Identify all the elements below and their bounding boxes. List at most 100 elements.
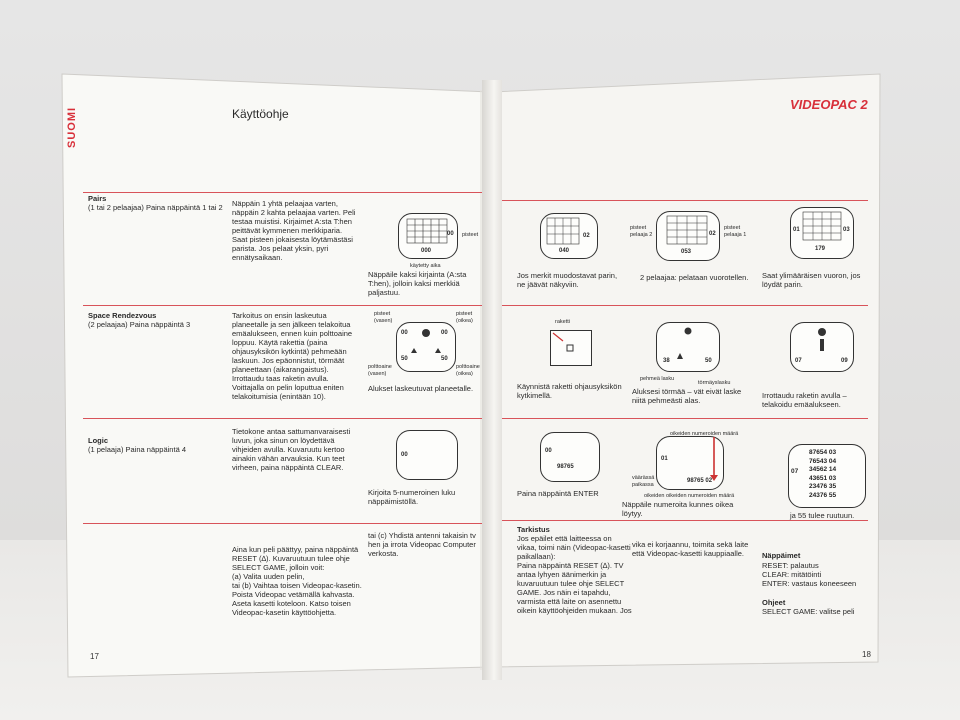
right-page-number: 18 (862, 650, 871, 659)
space-label-4: polttoaine (oikea) (456, 364, 480, 377)
pairs-caption-r1: Jos merkit muodostavat parin, ne jäävät … (517, 271, 618, 289)
space-label-1: pisteet (vasen) (374, 311, 393, 324)
space-label-crash: törmäyslasku (698, 380, 731, 386)
rule-2 (83, 305, 488, 306)
left-footer-text: Aina kun peli päättyy, paina näppäintä R… (232, 545, 362, 617)
logic-screen: 00 (396, 430, 458, 480)
logic-score: 00 (401, 452, 408, 458)
pairs-grid-icon-2 (546, 217, 580, 245)
left-footer-text-2: tai (c) Yhdistä antenni takaisin tv hen … (368, 531, 476, 558)
spaceship-icon (411, 329, 441, 353)
space-screen: 00 00 50 50 (396, 322, 456, 372)
logic-caption-r2: Näppäile numeroita kunnes oikea löytyy. (622, 500, 734, 518)
pairs-grid-icon-4 (802, 211, 842, 241)
key-reset: RESET: palautus (762, 561, 819, 570)
logic-heading: Logic (88, 436, 108, 445)
rule-r3 (498, 418, 868, 419)
nappaimet-heading: Näppäimet (762, 551, 801, 560)
logic-label-right-count: oikeiden numeroiden määrä (670, 431, 739, 437)
tarkistus-heading: Tarkistus (517, 525, 550, 534)
pairs4-right: 03 (843, 227, 850, 233)
pairs-screen-2: 040 02 (540, 213, 598, 259)
pairs-screen-3: 053 02 (656, 211, 720, 261)
logic2-number: 98765 (557, 464, 574, 470)
logic3-score: 01 (661, 456, 668, 462)
space-fuel-left: 50 (401, 356, 408, 362)
logic-guess-row: 23476 35 (809, 483, 837, 490)
pairs2-score: 02 (583, 233, 590, 239)
ohjeet-body: SELECT GAME: valitse peli (762, 607, 855, 616)
pairs-label-player2: pisteet pelaaja 2 (630, 225, 653, 238)
logic-screen-2: 00 98765 (540, 432, 600, 482)
red-arrow-icon (710, 437, 718, 481)
space-body: Tarkoitus on ensin laskeutua planeetalle… (232, 311, 353, 401)
pairs-caption: Näppäile kaksi kirjainta (A:sta T:hen), … (368, 270, 467, 297)
logic-subheading: (1 pelaaja) Paina näppäintä 4 (88, 445, 186, 454)
space-label-raketti: raketti (555, 319, 570, 325)
nappaimet-list: RESET: palautus CLEAR: mitätöinti ENTER:… (762, 561, 872, 588)
logic-label-wrong-place: väärässä paikassa (632, 475, 655, 488)
key-clear: CLEAR: mitätöinti (762, 570, 822, 579)
space2-left: 38 (663, 358, 670, 364)
pairs-label-pisteet: pisteet (462, 232, 479, 238)
pairs3-score: 02 (709, 231, 716, 237)
space-screen-2: 38 50 (656, 322, 720, 372)
pairs4-left: 01 (793, 227, 800, 233)
logic-screen-3: 01 98765 02 (656, 436, 724, 490)
logic-guess-row: 24376 55 (809, 491, 837, 499)
pairs-label-time: käytetty aika (410, 263, 441, 269)
space-score-right: 00 (441, 330, 448, 336)
page-title: Käyttöohje (232, 107, 289, 121)
crash-icon (677, 327, 692, 359)
brand-logo: VIDEOPAC 2 (790, 97, 868, 112)
space-screen-3: 07 09 (790, 322, 854, 372)
space-caption-r3: Irrottaudu raketin avulla – telakoidu em… (762, 391, 847, 409)
space-subheading: (2 pelaajaa) Paina näppäintä 3 (88, 320, 191, 329)
pairs-caption-r3: Saat ylimääräisen vuoron, jos löydät par… (762, 271, 861, 289)
rule-3 (83, 418, 488, 419)
space3-right: 09 (841, 358, 848, 364)
logic-guess-row: 43651 03 (809, 474, 837, 482)
pairs2-time: 040 (559, 248, 570, 254)
logic-guess-row: 34562 14 (809, 466, 837, 473)
logic-screen-4: 07 87654 03 76543 04 34562 14 43651 03 2… (788, 444, 866, 508)
tarkistus-body: Jos epäilet että laitteessa on vikaa, to… (517, 534, 632, 615)
space-label-2: pisteet (oikea) (456, 311, 473, 324)
tarkistus-body-2: vika ei korjaannu, toimita sekä laite et… (632, 540, 749, 558)
space-label-3: polttoaine (vasen) (368, 364, 392, 377)
logic2-score: 00 (545, 448, 552, 454)
pairs-screen: 00 000 (398, 213, 458, 259)
space-caption-r1: Käynnistä raketti ohjausyksikön kytkimel… (517, 382, 622, 400)
logic-label-correct: oikeiden oikeiden numeroiden määrä (644, 493, 735, 499)
pairs-screen-4: 01 03 179 (790, 207, 854, 259)
pairs-grid-icon (406, 218, 448, 244)
space-fuel-right: 50 (441, 356, 448, 362)
pairs-subheading: (1 tai 2 pelaajaa) Paina näppäintä 1 tai… (88, 203, 223, 212)
book-spine (482, 80, 502, 680)
logic-guess-row: 87654 03 (809, 449, 837, 456)
logic-guess-table: 87654 03 76543 04 34562 14 43651 03 2347… (809, 449, 836, 500)
space-caption-r2: Aluksesi törmää – vät eivät laske niitä … (632, 387, 742, 405)
pairs-body: Näppäin 1 yhtä pelaajaa varten, näppäin … (232, 199, 356, 262)
space-label-soft: pehmeä lasku (640, 376, 675, 382)
rule-r2 (498, 305, 868, 306)
pairs-label-player1: pisteet pelaaja 1 (724, 225, 747, 238)
pairs4-time: 179 (815, 246, 826, 252)
pairs3-time: 053 (681, 249, 692, 255)
pairs-caption-r2: 2 pelaajaa: pelataan vuorotellen. (640, 273, 749, 282)
pairs-heading: Pairs (88, 194, 107, 203)
rule-r1 (498, 200, 868, 201)
ohjeet-heading: Ohjeet (762, 598, 786, 607)
rocket-icon (552, 332, 574, 352)
docking-icon (818, 328, 826, 351)
pairs-score: 00 (447, 231, 454, 237)
logic-caption-r3: ja 55 tulee ruutuun. (790, 511, 855, 520)
space-heading: Space Rendezvous (88, 311, 157, 320)
rule-r4 (498, 520, 868, 521)
logic-guess-row: 76543 04 (809, 457, 837, 465)
logic4-prefix: 07 (791, 468, 799, 475)
pairs-grid-icon-3 (666, 215, 708, 245)
space-score-left: 00 (401, 330, 408, 336)
logic3-number: 98765 02 (687, 478, 713, 484)
